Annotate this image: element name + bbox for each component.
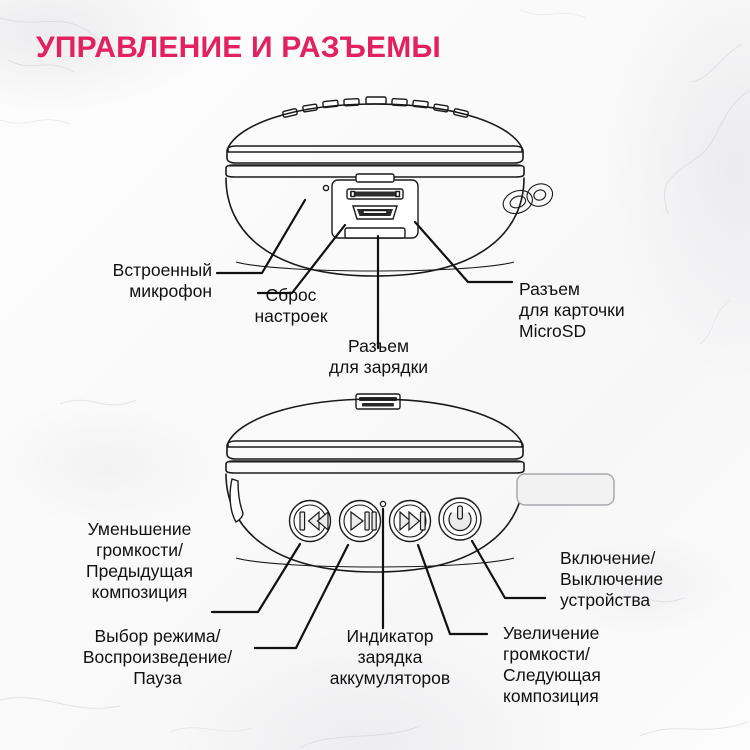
label-charging-port: Разъем для зарядки	[328, 336, 429, 377]
charging-indicator-led	[379, 500, 387, 508]
label-mode-play-pause: Выбор режима/ Воспроизведение/ Пауза	[82, 626, 233, 688]
label-built-in-microphone: Встроенный микрофон	[112, 260, 212, 301]
next-track-icon	[399, 510, 426, 532]
label-reset-settings: Сброс настроек	[254, 285, 328, 326]
next-track-button	[388, 499, 432, 543]
top-vent-grille	[282, 96, 469, 118]
micro-usb-charging-port	[352, 205, 398, 220]
brand-logo-mark	[502, 183, 554, 215]
strap-loop-tab	[516, 473, 615, 506]
fig1-leader-lines	[215, 198, 514, 350]
previous-track-icon	[299, 510, 329, 532]
port-panel	[331, 173, 419, 239]
power-button	[438, 497, 482, 541]
label-volume-up-next-track: Увеличение громкости/ Следующая композиц…	[503, 623, 601, 706]
play-pause-button	[338, 499, 382, 543]
top-port-cap	[355, 393, 401, 410]
rear-port-view	[215, 96, 554, 350]
play-pause-icon	[350, 510, 377, 532]
power-icon	[448, 505, 472, 532]
fig2-leader-lines	[210, 507, 547, 650]
label-power-on-off: Включение/ Выключение устройства	[560, 548, 664, 610]
label-charge-indicator: Индикатор зарядка аккумуляторов	[329, 626, 451, 688]
previous-track-button	[288, 499, 332, 543]
front-control-view	[210, 393, 615, 650]
side-rubber-flap	[229, 478, 244, 523]
page-title: УПРАВЛЕНИЕ И РАЗЪЕМЫ	[36, 31, 442, 64]
label-volume-down-previous-track: Уменьшение громкости/ Предыдущая компози…	[85, 519, 194, 602]
microsd-card-slot	[346, 188, 404, 200]
label-microsd-slot: Разъем для карточки MicroSD	[519, 279, 625, 341]
built-in-microphone-hole	[322, 184, 330, 192]
